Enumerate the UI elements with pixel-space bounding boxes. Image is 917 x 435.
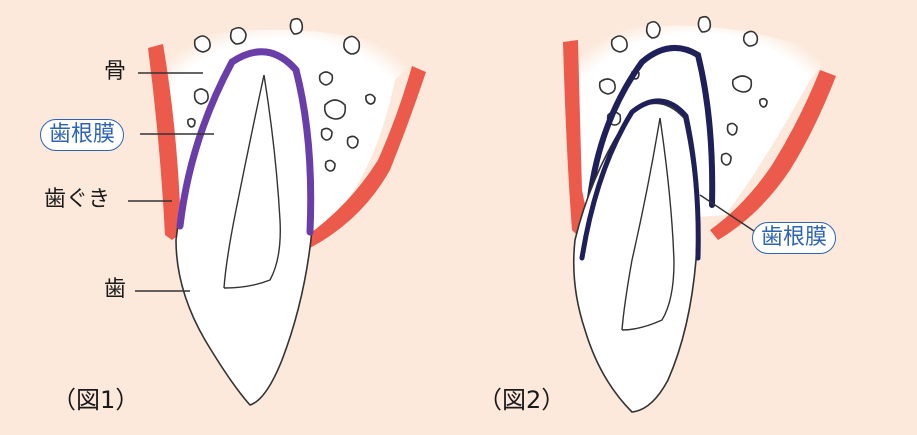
figure-1 bbox=[128, 19, 426, 405]
fig1-label-periodontal-ligament: 歯根膜 bbox=[40, 119, 124, 151]
fig2-caption: （図2） bbox=[478, 388, 565, 412]
fig1-label-bone: 骨 bbox=[104, 61, 126, 83]
fig2-label-periodontal-ligament: 歯根膜 bbox=[752, 222, 836, 254]
fig1-label-tooth: 歯 bbox=[104, 279, 126, 301]
fig1-label-gum: 歯ぐき bbox=[44, 189, 110, 211]
fig1-caption: （図1） bbox=[52, 388, 139, 412]
figure-2 bbox=[563, 17, 836, 412]
